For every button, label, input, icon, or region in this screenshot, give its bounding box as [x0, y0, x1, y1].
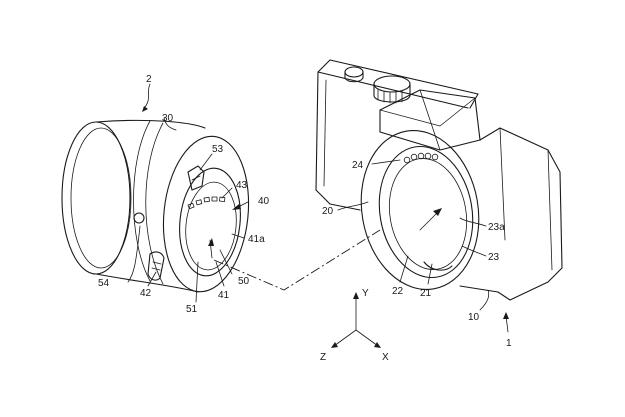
label-barrel: 30: [162, 113, 174, 124]
label-body-mount: 20: [322, 206, 334, 217]
reference-numerals: 2 30 53 43 40 41a 54 42 41 50 51 24 20 2…: [98, 74, 512, 349]
body-mount-inner: [378, 145, 474, 279]
label-contacts-lens: 43: [236, 180, 248, 191]
body-release: [423, 261, 453, 271]
axis-triad: Y Z X: [320, 288, 389, 363]
label-mount-face: 23: [488, 252, 500, 263]
z-axis-line: [333, 329, 357, 347]
label-lever-top: 53: [212, 144, 224, 155]
body-mount-outer: [360, 130, 480, 290]
y-axis-arrowhead: [353, 292, 359, 299]
barrel-bottom-edge: [95, 273, 199, 293]
barrel-ring-1: [133, 120, 151, 282]
label-lens-mount: 40: [258, 196, 270, 207]
label-optical-axis-lens: 50: [238, 276, 250, 287]
label-body-contacts: 24: [352, 160, 364, 171]
lens-lever-top: [187, 165, 205, 191]
label-mount-inner: 22: [392, 286, 404, 297]
label-lever-side: 42: [140, 288, 152, 299]
leader-lines: [127, 83, 509, 333]
body-top-back: [317, 59, 479, 109]
x-axis-label: X: [382, 352, 389, 363]
mount-bore: [185, 181, 237, 271]
label-housing: 10: [468, 312, 480, 323]
barrel-top-edge: [95, 119, 206, 129]
mount-face-inner: [179, 167, 241, 277]
lens-side-lever: [147, 251, 165, 281]
lens-contacts: [187, 196, 226, 210]
mount-face-outer: [162, 135, 250, 293]
lens-rear-ellipse: [61, 121, 131, 275]
label-release: 21: [420, 288, 432, 299]
lens-unit: [61, 119, 250, 293]
label-mount-claw: 23a: [488, 222, 505, 233]
body-left-side: [315, 71, 331, 205]
label-mount-flange: 41: [218, 290, 230, 301]
barrel-ring-2: [145, 122, 164, 285]
x-axis-line: [355, 329, 379, 347]
label-mount-ring: 41a: [248, 234, 265, 245]
body-axis-line: [419, 211, 439, 231]
shutter-button: [344, 66, 364, 78]
lens-rear-inner: [70, 127, 132, 269]
x-axis-arrowhead: [374, 342, 381, 348]
label-button: 54: [98, 278, 110, 289]
z-axis-arrowhead: [331, 342, 338, 348]
body-axis-arrowhead: [433, 208, 442, 216]
label-lens-unit: 2: [146, 74, 152, 85]
body-bottom-left: [329, 203, 361, 211]
y-axis-label: Y: [362, 288, 369, 299]
body-top-front: [317, 71, 469, 109]
body-bottom-right: [459, 285, 499, 293]
camera-body: [315, 59, 563, 301]
body-mount-bore: [388, 158, 468, 270]
lens-button: [133, 212, 145, 224]
lens-axis-arrowhead: [208, 238, 214, 246]
body-grip: [479, 127, 563, 301]
optical-axis-line: [213, 229, 381, 291]
body-contacts: [403, 152, 439, 164]
label-bayonet: 51: [186, 304, 198, 315]
z-axis-label: Z: [320, 352, 326, 363]
label-camera-body: 1: [506, 338, 512, 349]
